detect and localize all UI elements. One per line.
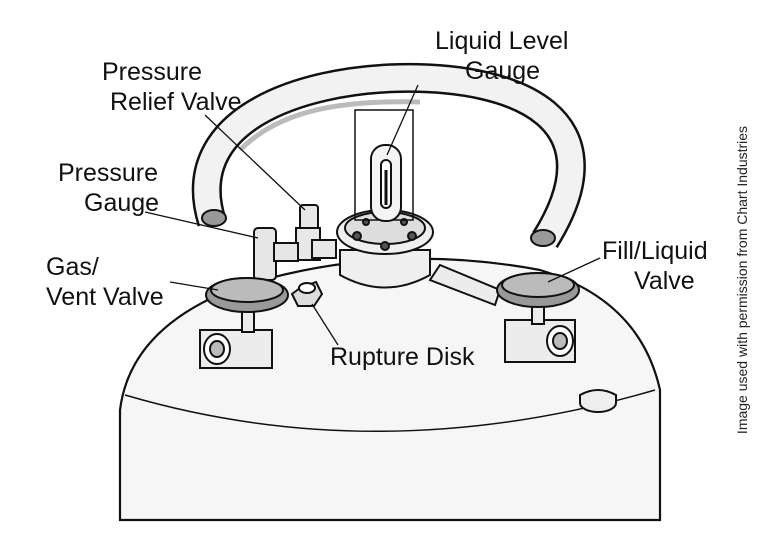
rupture-disk xyxy=(290,280,324,307)
gas-vent-valve xyxy=(199,277,289,369)
label-rupture-disk: Rupture Disk xyxy=(330,343,475,371)
tank-cap xyxy=(579,389,617,413)
label-liquid-level-gauge: Liquid Level Gauge xyxy=(435,27,569,85)
pressure-relief-valve xyxy=(295,204,337,261)
leader-lines xyxy=(144,84,601,346)
label-pressure-relief-valve: Pressure Relief Valve xyxy=(102,58,242,116)
carry-handle xyxy=(191,62,586,248)
tank-body xyxy=(118,257,662,522)
image-credit: Image used with permission from Chart In… xyxy=(734,125,750,435)
label-pressure-gauge: Pressure Gauge xyxy=(58,159,160,217)
label-fill-liquid-valve: Fill/Liquid Valve xyxy=(602,237,708,295)
liquid-level-gauge xyxy=(354,109,414,222)
pressure-gauge xyxy=(253,227,299,281)
fill-liquid-valve xyxy=(428,263,580,363)
label-gas-vent-valve: Gas/ Vent Valve xyxy=(46,253,164,311)
